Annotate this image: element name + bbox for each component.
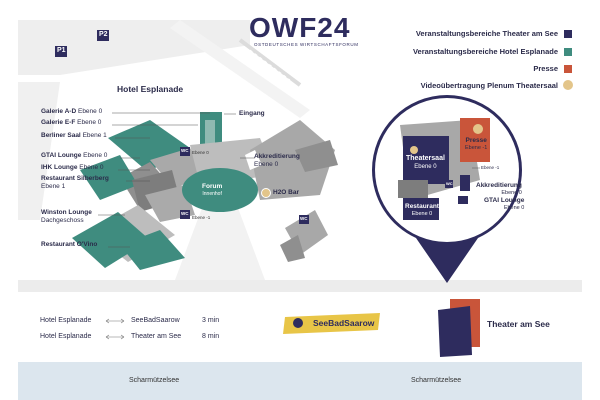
seebad-badge-bg	[283, 313, 380, 334]
wc-level-1: Ebene 0	[192, 150, 209, 155]
lake-label-left: Scharmützelsee	[129, 377, 180, 384]
logo-subtitle: OSTDEUTSCHES WIRTSCHAFTSFORUM	[254, 42, 359, 47]
room-gtai-lounge: GTAI Lounge Ebene 0	[41, 152, 108, 159]
route-1-from: Hotel Esplanade	[40, 317, 92, 324]
eingang-label: Eingang	[239, 110, 265, 117]
theater-inset	[372, 95, 522, 283]
room-ihk-lounge: IHK Lounge Ebene 0	[41, 164, 104, 171]
h2o-bar-label: H2O Bar	[273, 189, 300, 196]
legend-presse: Presse	[533, 64, 558, 73]
wc-label-1: WC	[181, 148, 189, 153]
hotel-buildings	[72, 112, 338, 270]
legend-marker-presse	[564, 65, 572, 73]
room-berliner-saal: Berliner Saal Ebene 1	[41, 132, 107, 139]
seebad-badge-label: SeeBadSaarow	[313, 318, 375, 328]
parking-p2	[97, 30, 109, 41]
legend-hotel: Veranstaltungsbereiche Hotel Esplanade	[412, 47, 558, 56]
route-1-to: SeeBadSaarow	[131, 317, 180, 324]
route-2-to: Theater am See	[131, 333, 182, 340]
wc-label-2: WC	[181, 211, 189, 216]
room-galerie-ad: Galerie A-D Ebene 0	[41, 108, 103, 115]
legend-marker-video	[563, 80, 573, 90]
wc-label-3: WC	[300, 216, 308, 221]
hotel-title: Hotel Esplanade	[117, 84, 184, 94]
legend-video: Videoübertragung Plenum Theatersaal	[420, 81, 558, 90]
inset-wc-level: Ebene -1	[481, 165, 500, 170]
parking-p1	[55, 46, 67, 57]
logo-text: OWF24	[249, 12, 351, 43]
inset-wc: WC	[446, 181, 453, 186]
route-2-from: Hotel Esplanade	[40, 333, 92, 340]
route-2-time: 8 min	[202, 333, 220, 340]
legend-theater: Veranstaltungsbereiche Theater am See	[415, 29, 558, 38]
forum-courtyard	[182, 168, 258, 212]
theater-am-see-label: Theater am See	[487, 319, 550, 329]
theater-icon-front	[438, 306, 472, 357]
legend-marker-theater	[564, 30, 572, 38]
lake	[18, 362, 582, 400]
parking-p2-label: P2	[99, 31, 108, 38]
legend-marker-hotel	[564, 48, 572, 56]
room-ovino: Restaurant O'Vino	[41, 241, 98, 248]
room-galerie-ef: Galerie E-F Ebene 0	[41, 119, 102, 126]
wc-level-2: Ebene -1	[192, 215, 211, 220]
lake-label-right: Scharmützelsee	[411, 377, 462, 384]
route-1-time: 3 min	[202, 317, 220, 324]
video-marker-h2o	[261, 188, 271, 198]
parking-p1-label: P1	[57, 47, 66, 54]
